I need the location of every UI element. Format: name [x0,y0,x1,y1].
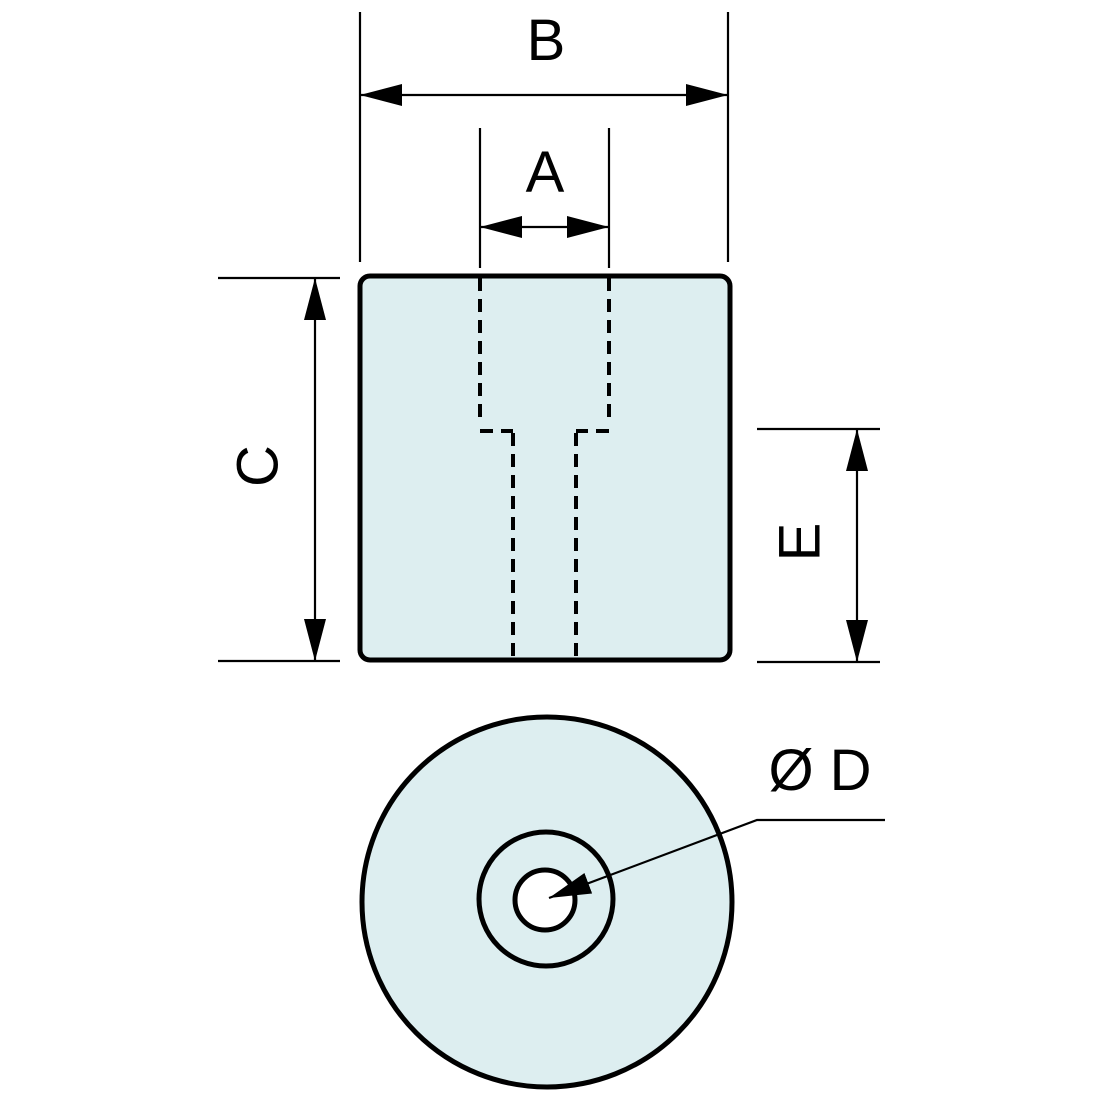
dim-d-label: Ø D [768,738,871,803]
dim-b-extension-lines [358,12,730,262]
hidden-hole-lines [478,278,611,658]
dimension-a: A [478,128,611,268]
diameter-callout: Ø D [548,738,885,900]
bottom-view: Ø D [359,714,885,1090]
diameter-leader-line [548,818,885,900]
dim-e-label: E [768,523,833,562]
part-body [357,273,733,663]
hole-circle [512,867,578,933]
dimension-b: B [358,8,730,262]
dim-a-extension-lines [478,128,611,268]
counterbore-circle [476,829,616,969]
dim-b-label: B [527,8,566,73]
dim-a-label: A [526,140,565,205]
dimension-c: C [218,276,340,663]
dimension-e: E [757,427,880,664]
dim-c-label: C [226,445,291,487]
front-view: B A C E [218,8,880,664]
